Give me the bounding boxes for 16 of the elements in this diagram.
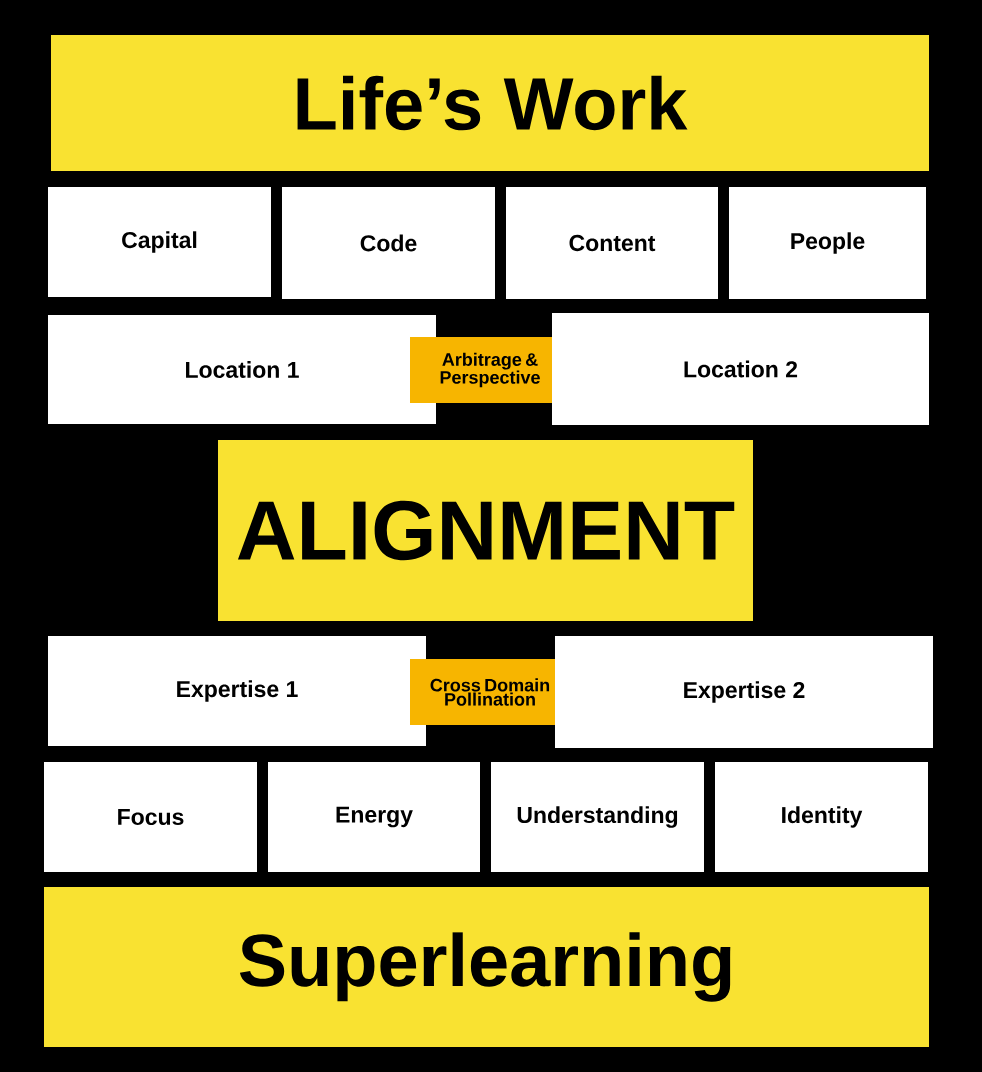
category-box: Expertise 2: [555, 636, 933, 748]
category-box: Expertise 1: [48, 636, 426, 746]
category-box: Understanding: [491, 762, 704, 872]
callout-box: Cross Domain Pollination: [410, 659, 570, 725]
category-box: Identity: [715, 762, 928, 872]
title-banner: ALIGNMENT: [218, 440, 753, 621]
category-box: Capital: [48, 187, 271, 297]
category-box: Code: [282, 187, 495, 299]
category-box: Energy: [268, 762, 480, 872]
category-box: People: [729, 187, 926, 299]
category-box: Content: [506, 187, 718, 299]
title-banner: Life’s Work: [51, 35, 929, 171]
category-box: Focus: [44, 762, 257, 872]
category-box: Location 2: [552, 313, 929, 425]
title-banner: Superlearning: [44, 887, 929, 1047]
category-box: Location 1: [48, 315, 436, 424]
